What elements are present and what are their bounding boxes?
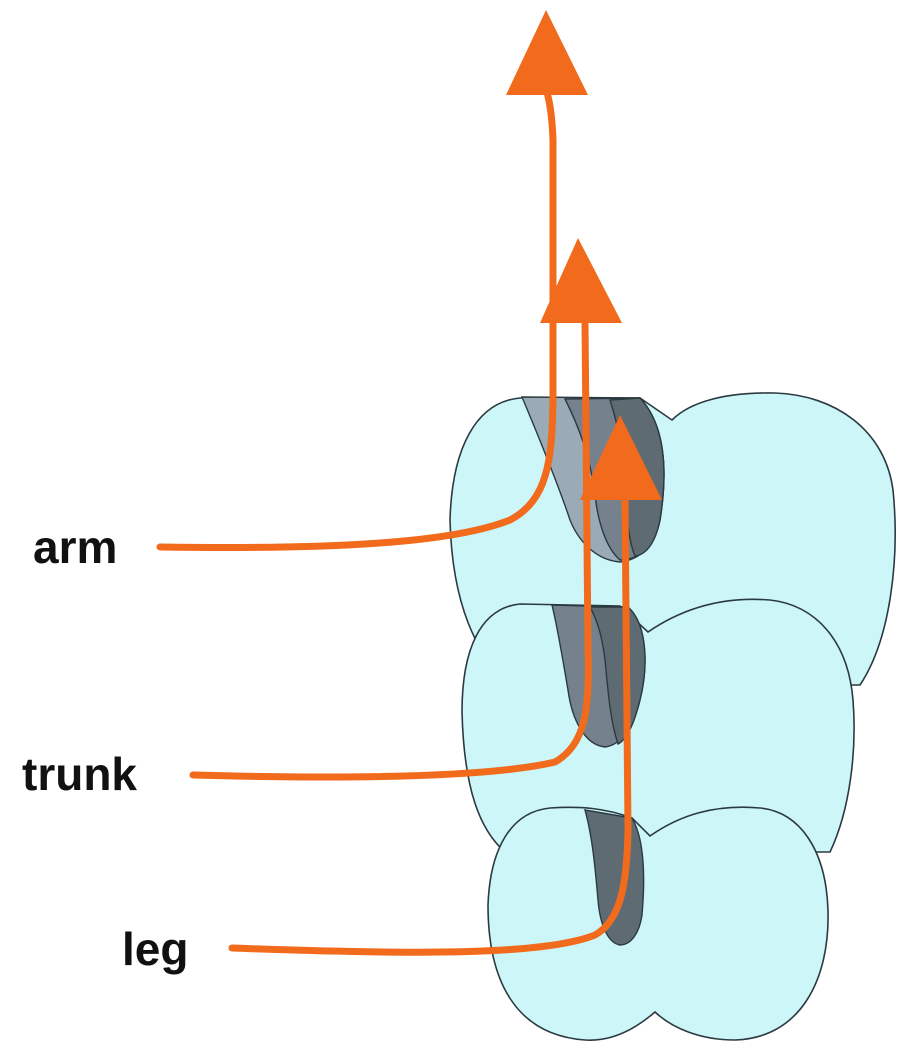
trunk-label: trunk bbox=[22, 748, 137, 800]
leg-label: leg bbox=[122, 923, 188, 975]
arm-tract-arrowhead bbox=[506, 10, 588, 95]
thoracic-segment bbox=[462, 599, 854, 852]
arm-label: arm bbox=[33, 521, 117, 573]
lumbar-segment bbox=[488, 807, 828, 1040]
spinal-cord bbox=[450, 393, 895, 1040]
